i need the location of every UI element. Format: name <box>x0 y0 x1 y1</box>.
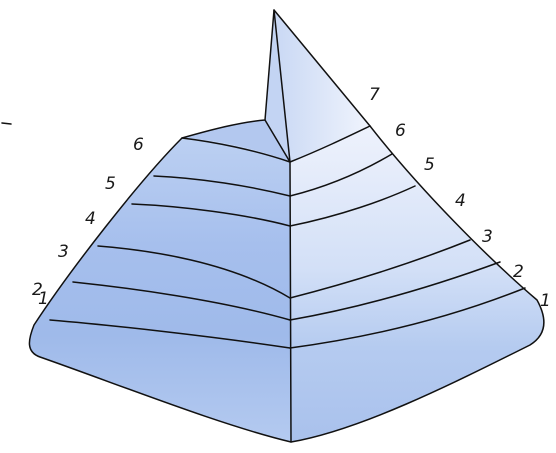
center-ridge <box>290 162 291 442</box>
left-label-3: 3 <box>58 242 69 262</box>
pyramid-right-face <box>290 126 544 442</box>
right-label-2: 2 <box>513 262 524 282</box>
right-label-4: 4 <box>455 191 466 211</box>
stray-mark <box>2 123 11 124</box>
right-label-3: 3 <box>482 227 493 247</box>
right-label-1: 1 <box>540 291 551 311</box>
left-label-4: 4 <box>85 209 96 229</box>
right-label-6: 6 <box>395 121 406 141</box>
pyramid-left-face <box>29 138 291 442</box>
left-label-2: 2 <box>32 280 43 300</box>
right-label-5: 5 <box>424 155 435 175</box>
left-label-5: 5 <box>105 174 116 194</box>
right-label-7: 7 <box>369 85 380 105</box>
left-label-6: 6 <box>133 135 144 155</box>
